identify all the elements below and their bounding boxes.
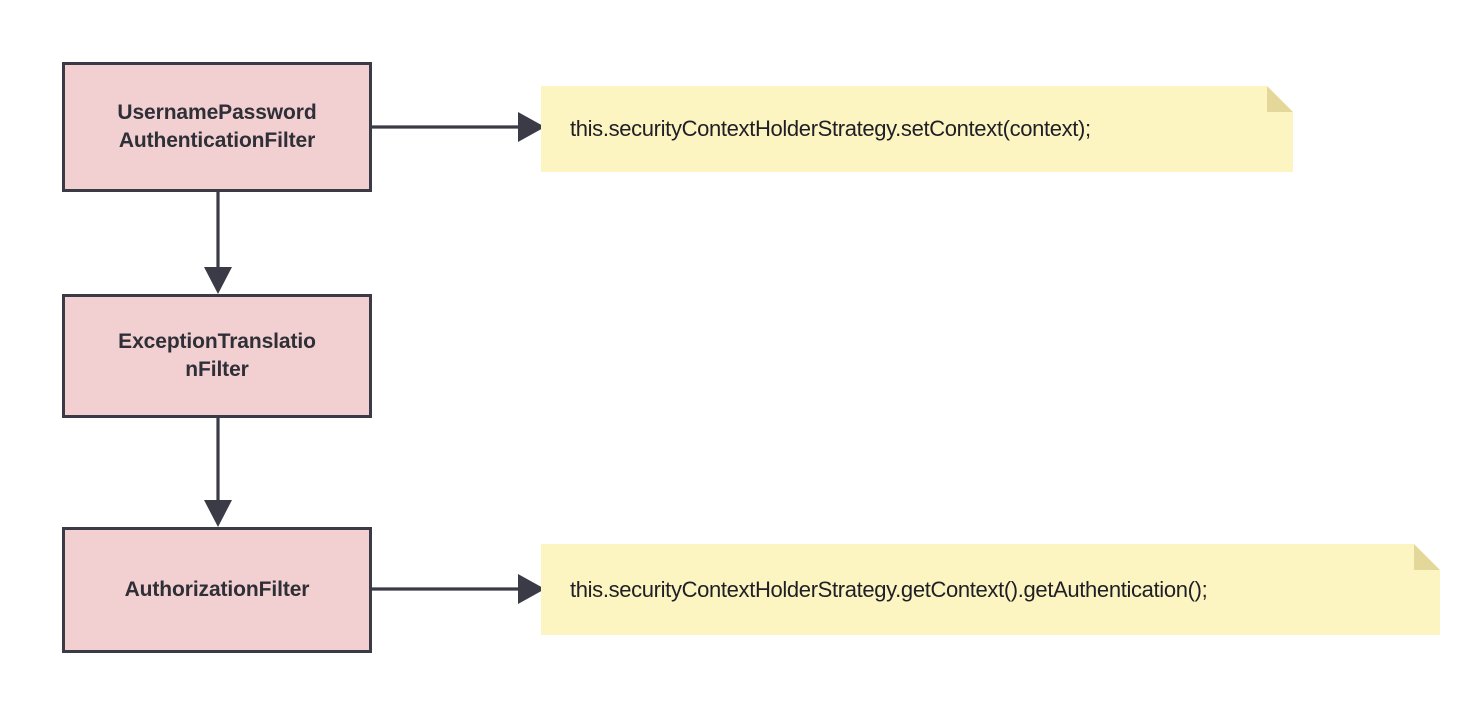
note-text: this.securityContextHolderStrategy.getCo… <box>570 576 1208 602</box>
edge-upaf-to-etf <box>204 192 232 294</box>
note-background <box>541 544 1440 635</box>
node-exception-translation-filter[interactable]: ExceptionTranslatio nFilter <box>62 294 372 418</box>
node-username-password-authentication-filter[interactable]: UsernamePassword AuthenticationFilter <box>62 62 372 192</box>
node-authorization-filter[interactable]: AuthorizationFilter <box>62 527 372 653</box>
note-background <box>541 86 1293 172</box>
edge-af-to-note2 <box>372 574 545 604</box>
note-set-context[interactable]: this.securityContextHolderStrategy.setCo… <box>541 86 1293 172</box>
node-label: AuthorizationFilter <box>124 578 310 602</box>
node-label: UsernamePassword AuthenticationFilter <box>117 101 317 152</box>
note-text: this.securityContextHolderStrategy.setCo… <box>570 116 1091 141</box>
edge-etf-to-af <box>204 418 232 527</box>
node-label: ExceptionTranslatio nFilter <box>118 330 316 381</box>
note-get-authentication[interactable]: this.securityContextHolderStrategy.getCo… <box>541 544 1440 635</box>
edge-upaf-to-note1 <box>372 112 545 142</box>
